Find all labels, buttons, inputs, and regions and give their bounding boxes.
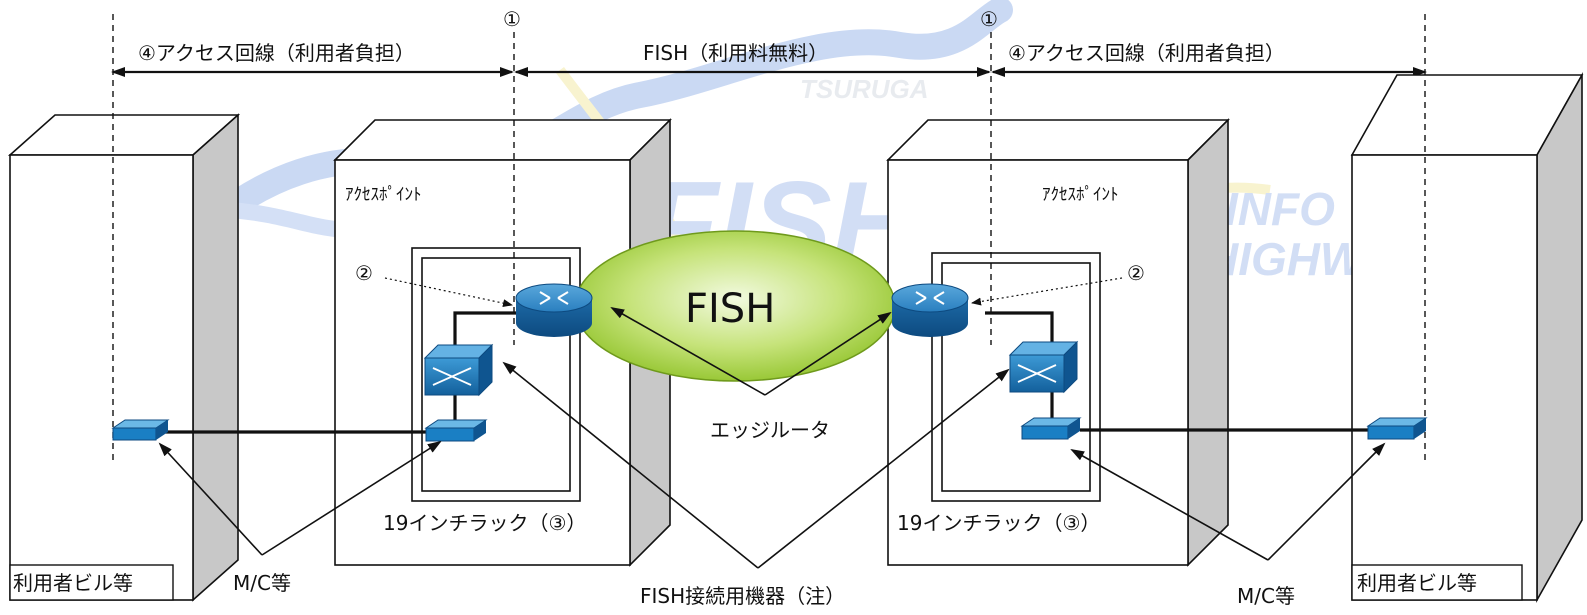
background-watermark: FISH TSURUGA INFO HIGHWAY <box>167 0 1426 301</box>
access-line-right-label: ④アクセス回線（利用者負担） <box>1008 41 1285 65</box>
user-building-right-label-box <box>1351 564 1523 601</box>
user-building-left-label-box <box>9 564 174 601</box>
edge-router-label: エッジルータ <box>710 418 830 442</box>
boundary-marker-1-right: ① <box>980 7 998 31</box>
cables <box>165 311 1368 434</box>
user-building-right <box>1350 71 1584 604</box>
router-arrows-icon <box>539 291 569 305</box>
media-converter-ap-left <box>424 419 488 442</box>
edge-router-callout <box>610 307 892 396</box>
fish-switch-left <box>423 343 494 397</box>
fish-equipment-label: FISH接続用機器（注） <box>640 584 845 608</box>
media-converter-user-right <box>1366 417 1428 440</box>
mc-left-callout <box>158 440 442 556</box>
access-point-left-label: ｱｸｾｽﾎﾟｲﾝﾄ <box>345 185 422 205</box>
callout-2-right-pointer <box>971 277 1123 306</box>
watermark-info: INFO <box>1225 183 1335 235</box>
callout-2-right: ② <box>1127 261 1145 285</box>
mc-right-label: M/C等 <box>1237 584 1295 608</box>
callout-2-left-pointer <box>384 277 513 308</box>
mc-left-label: M/C等 <box>233 571 291 595</box>
fish-equipment-callout <box>502 361 1010 569</box>
access-line-left-label: ④アクセス回線（利用者負担） <box>138 41 415 65</box>
media-converter-ap-right <box>1020 417 1082 440</box>
edge-router-left <box>515 283 593 337</box>
edge-router-right <box>891 283 969 337</box>
user-building-left-label: 利用者ビル等 <box>13 571 133 595</box>
media-converter-user-left <box>111 419 170 441</box>
fish-switch-right <box>1008 340 1079 394</box>
rack-left <box>411 247 581 502</box>
access-point-right-label: ｱｸｾｽﾎﾟｲﾝﾄ <box>1042 185 1119 205</box>
fish-free-label: FISH（利用料無料） <box>643 41 828 65</box>
router-arrows-icon <box>915 291 945 305</box>
fish-network-label: FISH <box>685 286 775 332</box>
boundary-marker-1-left: ① <box>503 7 521 31</box>
user-building-right-label: 利用者ビル等 <box>1357 571 1477 595</box>
callout-2-left: ② <box>355 261 373 285</box>
boundary-dashed-lines <box>112 14 1426 465</box>
user-building-left <box>7 113 241 602</box>
watermark-tsuruga: TSURUGA <box>800 74 929 104</box>
mc-right-callout <box>1070 442 1386 561</box>
watermark-swoosh <box>167 0 1013 263</box>
rack-left-label: 19インチラック（③） <box>383 511 586 535</box>
rack-right-label: 19インチラック（③） <box>897 511 1100 535</box>
rack-right <box>931 252 1101 502</box>
